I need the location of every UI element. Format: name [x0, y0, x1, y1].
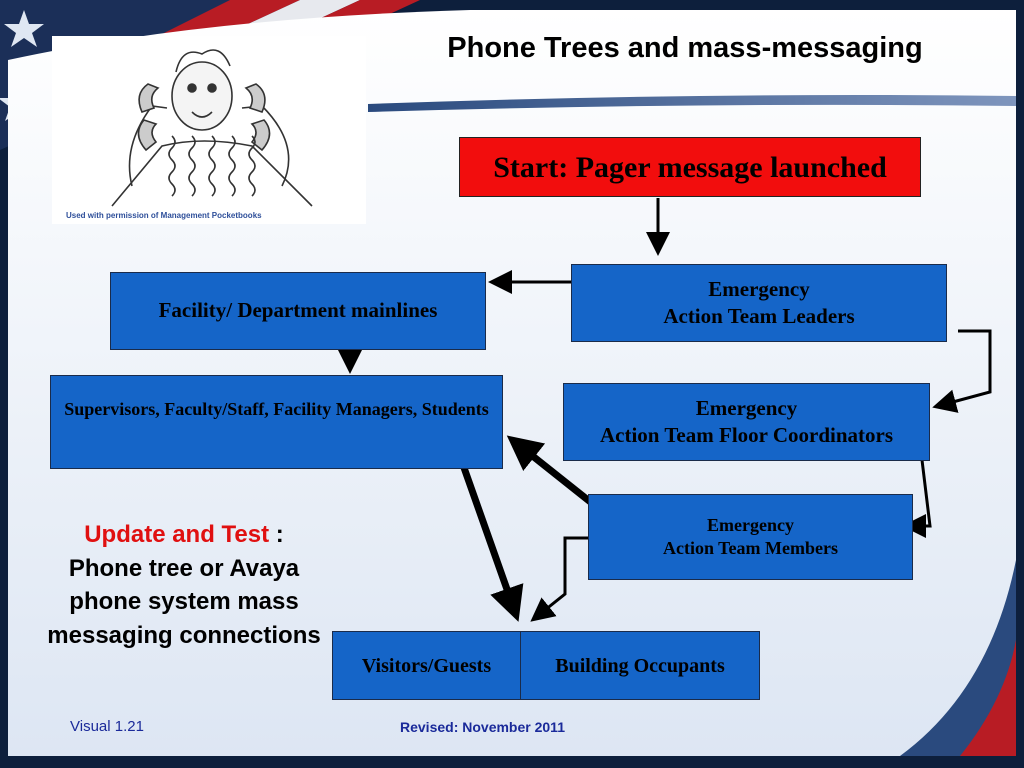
footer-visual-number: Visual 1.21	[70, 718, 144, 735]
floor-coordinators-box: Emergency Action Team Floor Coordinators	[563, 383, 930, 461]
floor-coordinators-box-line1: Emergency	[695, 395, 798, 420]
members-box: Emergency Action Team Members	[588, 494, 913, 580]
note-colon: :	[269, 521, 284, 548]
members-box-line1: Emergency	[707, 514, 794, 535]
footer-revised-date: Revised: November 2011	[400, 719, 565, 735]
mainlines-box-label: Facility/ Department mainlines	[158, 298, 438, 323]
star-icon	[4, 10, 44, 47]
leaders-box-line2: Action Team Leaders	[663, 304, 855, 328]
mainlines-box: Facility/ Department mainlines	[110, 272, 486, 350]
page-title: Phone Trees and mass-messaging	[447, 32, 923, 64]
phone-operator-illustration: Used with permission of Management Pocke…	[52, 36, 366, 224]
start-box: Start: Pager message launched	[459, 137, 921, 197]
floor-coordinators-box-line2: Action Team Floor Coordinators	[599, 423, 894, 447]
note-body: Phone tree or Avaya phone system mass me…	[47, 554, 321, 649]
supervisors-box: Supervisors, Faculty/Staff, Facility Man…	[50, 375, 503, 469]
leaders-box: Emergency Action Team Leaders	[571, 264, 947, 342]
visitors-box: Visitors/Guests	[332, 631, 521, 700]
leaders-box-line1: Emergency	[708, 276, 810, 301]
phone-operator-drawing: Used with permission of Management Pocke…	[66, 49, 313, 220]
image-caption: Used with permission of Management Pocke…	[66, 211, 262, 220]
occupants-box: Building Occupants	[520, 631, 760, 700]
visitors-box-label: Visitors/Guests	[361, 654, 492, 677]
members-box-line2: Action Team Members	[663, 538, 838, 558]
supervisors-box-label: Supervisors, Faculty/Staff, Facility Man…	[64, 399, 489, 419]
update-test-note: Update and Test : Phone tree or Avaya ph…	[40, 518, 328, 652]
start-box-label: Start: Pager message launched	[493, 150, 887, 184]
occupants-box-label: Building Occupants	[555, 654, 725, 677]
note-highlight: Update and Test	[84, 521, 270, 548]
